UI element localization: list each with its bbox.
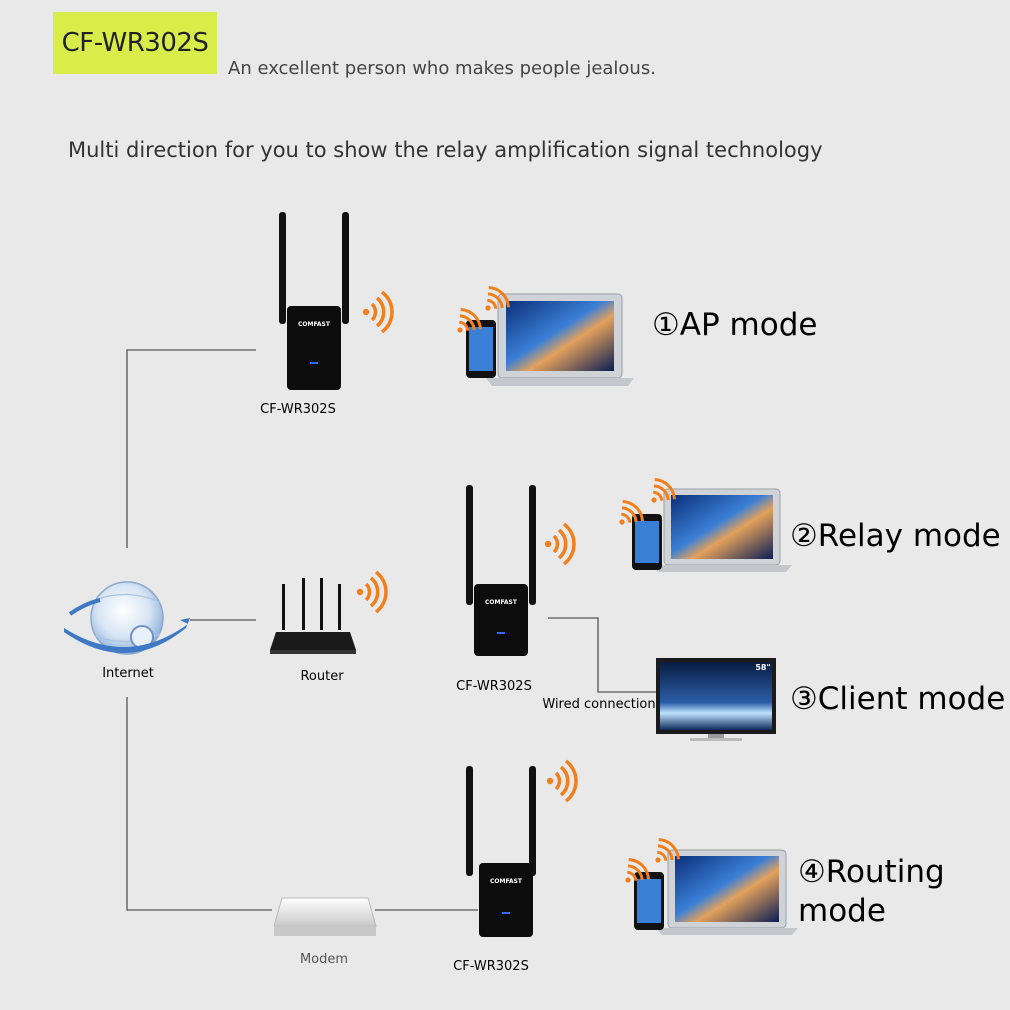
- headline: Multi direction for you to show the rela…: [68, 138, 823, 162]
- repeater-bottom-wifi-icon: [545, 759, 578, 803]
- modem-icon: [273, 897, 377, 936]
- tv-size-label: 58": [755, 663, 770, 672]
- router-wifi-icon: [355, 570, 388, 614]
- repeater-bottom-label: CF-WR302S: [453, 959, 529, 974]
- phone-relay-icon: [632, 514, 662, 570]
- connection-lines: [126, 349, 656, 911]
- phone-routing-icon: [634, 872, 664, 930]
- modem-label: Modem: [300, 952, 348, 967]
- repeater-top-label: CF-WR302S: [260, 402, 336, 417]
- mode-routing-label-line1: ④Routing: [798, 854, 945, 890]
- repeater-mid-wifi-icon: [543, 522, 576, 566]
- router-icon: [270, 578, 356, 654]
- repeater-mid-icon: [466, 485, 536, 656]
- repeater-bottom-brand: COMFAST: [490, 878, 523, 885]
- internet-label: Internet: [102, 666, 154, 681]
- repeater-mid-brand: COMFAST: [485, 599, 518, 606]
- mode-client-label: ③Client mode: [790, 681, 1005, 717]
- laptop-routing-icon: [656, 849, 798, 935]
- repeater-top-icon: [279, 212, 349, 390]
- mode-relay-label: ②Relay mode: [790, 518, 1001, 554]
- phone-ap-icon: [466, 320, 496, 378]
- laptop-ap-icon: [486, 293, 634, 386]
- laptop-relay-icon: [652, 488, 792, 572]
- tv-client-icon: [656, 658, 776, 741]
- internet-globe-icon: [64, 581, 190, 655]
- mode-ap-label: ①AP mode: [652, 307, 817, 343]
- repeater-mid-label: CF-WR302S: [456, 679, 532, 694]
- repeater-bottom-icon: [466, 766, 536, 937]
- mode-routing-label-line2: mode: [798, 893, 886, 929]
- repeater-top-wifi-icon: [361, 290, 394, 334]
- repeater-top-brand: COMFAST: [298, 321, 331, 328]
- slogan: An excellent person who makes people jea…: [228, 58, 656, 79]
- model-badge: CF-WR302S: [53, 12, 217, 74]
- router-label: Router: [300, 669, 344, 684]
- wired-connection-label: Wired connection: [542, 697, 655, 712]
